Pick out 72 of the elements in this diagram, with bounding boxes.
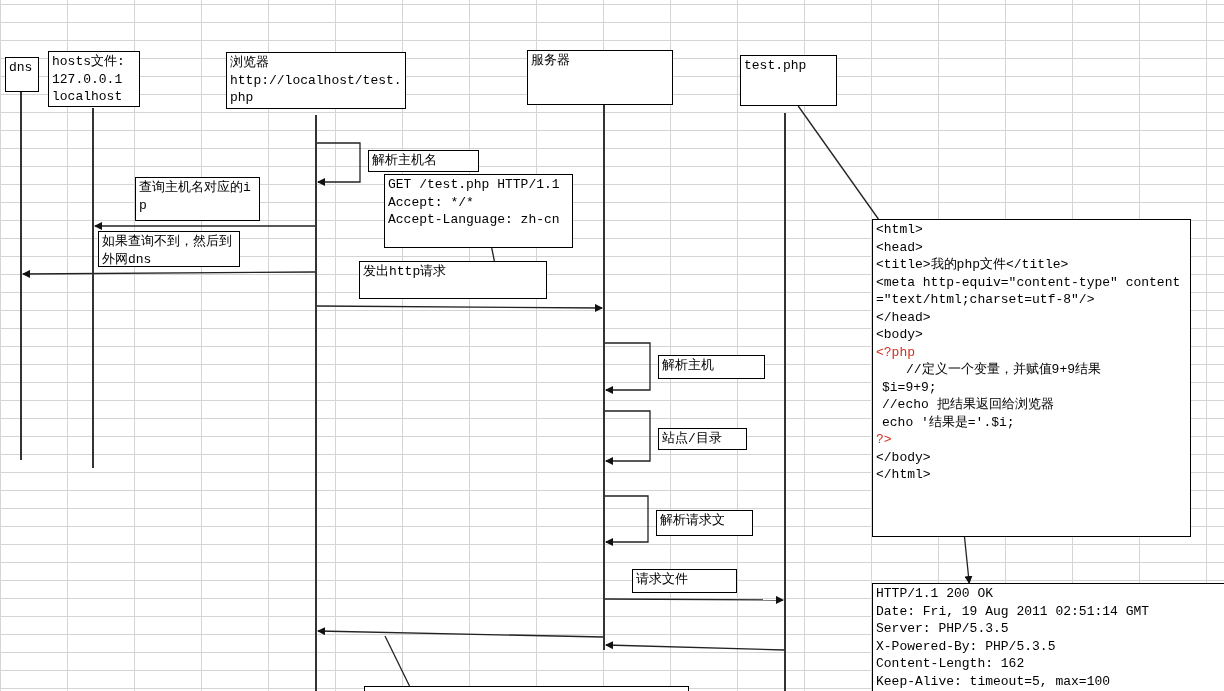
arrow bbox=[604, 495, 649, 546]
label-text: 解析主机 bbox=[662, 357, 714, 375]
message-label-box bbox=[359, 261, 547, 299]
code-line: </html> bbox=[876, 466, 931, 484]
label-text: dns bbox=[9, 59, 33, 77]
code-line: Keep-Alive: timeout=5, max=100 bbox=[876, 672, 1111, 690]
participant-box bbox=[527, 50, 673, 105]
code-line: <head> bbox=[876, 238, 923, 256]
arrow bbox=[604, 342, 651, 394]
code-line: GET /test.php HTTP/1.1 bbox=[388, 176, 560, 194]
label-text: 服务器 bbox=[531, 52, 570, 70]
code-line: X-Powered-By: PHP/5.3.5 bbox=[876, 637, 1056, 655]
message-label-box bbox=[658, 355, 765, 379]
code-line: HTTP/1.1 200 OK bbox=[876, 585, 994, 603]
leader-line bbox=[491, 247, 495, 262]
participant-box bbox=[5, 57, 39, 92]
message-label-box bbox=[632, 569, 737, 593]
lifeline bbox=[603, 105, 605, 650]
label-text: test.php bbox=[744, 57, 807, 75]
label-text: 发出http请求 bbox=[363, 263, 447, 281]
code-line: <body> bbox=[876, 326, 923, 344]
arrow bbox=[604, 410, 651, 465]
label-text: 解析请求文 bbox=[660, 512, 725, 530]
label-text: 请求文件 bbox=[636, 571, 688, 589]
leader-line bbox=[384, 635, 411, 687]
code-line: <meta http-equiv="content-type" content="text/html;charset=utf-8"/> bbox=[876, 273, 1182, 309]
arrow bbox=[94, 222, 316, 230]
arrow bbox=[605, 641, 785, 651]
arrow bbox=[316, 303, 603, 312]
label-text: 浏览器 bbox=[230, 54, 269, 72]
message-label-box bbox=[98, 231, 240, 267]
request-header-box bbox=[384, 174, 573, 248]
label-text: 站点/目录 bbox=[662, 430, 722, 448]
code-line: Date: Fri, 19 Aug 2011 02:51:14 GMT bbox=[876, 602, 1150, 620]
code-line: ?> bbox=[876, 431, 892, 449]
label-text: 查询主机名对应的ip bbox=[139, 179, 252, 214]
label-text: 解析主机名 bbox=[372, 152, 437, 170]
message-label-box bbox=[368, 150, 479, 172]
code-line: echo '结果是='.$i; bbox=[881, 413, 1015, 431]
message-label-box bbox=[135, 177, 260, 221]
response-header-box bbox=[872, 583, 1224, 691]
code-line: Accept: */* bbox=[388, 193, 474, 211]
label-text: hosts文件: 127.0.0.1 localhost bbox=[52, 53, 126, 106]
leader-line bbox=[797, 105, 880, 220]
arrow bbox=[317, 627, 604, 638]
participant-box bbox=[740, 55, 837, 106]
code-line: <title>我的php文件</title> bbox=[876, 256, 1069, 274]
message-label-box bbox=[656, 510, 753, 536]
code-line: $i=9+9; bbox=[881, 378, 937, 396]
lifeline bbox=[92, 108, 94, 468]
code-line: //echo 把结果返回给浏览器 bbox=[881, 396, 1054, 414]
code-line: Server: PHP/5.3.5 bbox=[876, 620, 1009, 638]
lifeline bbox=[20, 92, 22, 460]
code-box bbox=[872, 219, 1191, 537]
arrow bbox=[963, 536, 973, 584]
message-label-box bbox=[658, 428, 747, 450]
code-line: //定义一个变量，并赋值9+9结果 bbox=[905, 361, 1101, 379]
lifeline bbox=[315, 115, 317, 691]
code-line: <?php bbox=[876, 343, 915, 361]
label-text: http://localhost/test.php bbox=[230, 71, 402, 107]
participant-box bbox=[48, 51, 140, 107]
code-line: <html> bbox=[876, 221, 923, 239]
code-line: </head> bbox=[876, 308, 931, 326]
arrow bbox=[604, 595, 784, 604]
label-text: 如果查询不到，然后到外网dns bbox=[102, 233, 233, 268]
participant-box bbox=[226, 52, 406, 109]
arrow bbox=[316, 142, 361, 186]
code-line: Accept-Language: zh-cn bbox=[388, 211, 560, 229]
code-line: </body> bbox=[876, 448, 931, 466]
code-line: Content-Length: 162 bbox=[876, 655, 1025, 673]
lifeline bbox=[784, 113, 786, 691]
arrow bbox=[22, 269, 316, 278]
